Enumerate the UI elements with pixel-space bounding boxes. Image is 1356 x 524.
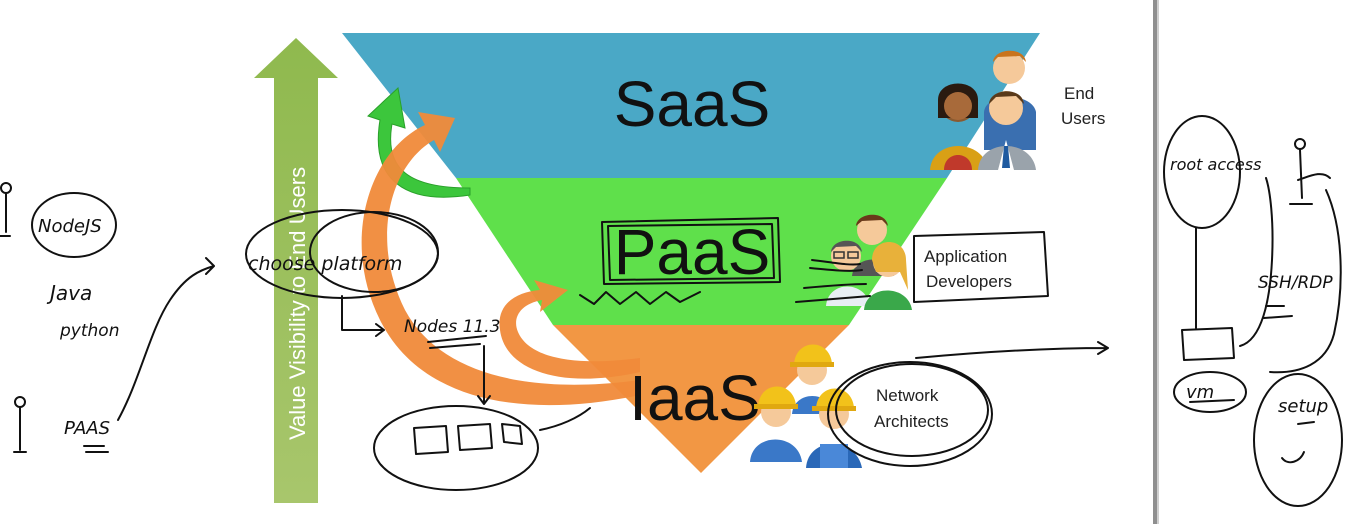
iaas-label: IaaS [629,362,761,434]
setup-note: setup [1278,396,1328,417]
saas-band [342,33,1040,178]
value-visibility-arrow [254,38,338,503]
vm-note: vm [1186,382,1214,403]
root-access-note: root access [1170,155,1261,174]
panel-divider-shade [1157,0,1159,524]
ssh-rdp-note: SSH/RDP [1258,273,1333,293]
paas-band [456,178,947,325]
end-users-label-line1: End [1064,84,1094,103]
saas-label: SaaS [614,68,771,140]
architects-label-line1: Network [876,386,939,405]
iaas-arrow-line [915,341,1109,359]
end-users-icon [930,50,1036,170]
right-annotations: root access vm SSH/RDP setup [1163,115,1343,507]
paas-label: PaaS [614,216,771,288]
developers-label-line2: Developers [926,272,1012,291]
architects-circle [827,361,993,467]
developers-box [913,231,1049,303]
choose-platform-note: choose platform [248,253,402,275]
paas-box-inner [607,223,775,281]
nodes-version-note: Nodes 11.3 [404,317,500,337]
center-annotations: choose platform Nodes 11.3 [245,209,591,491]
left-annotations: NodeJS Java python PAAS [0,182,215,453]
developers-label-line1: Application [924,247,1007,266]
developers-scribble [795,259,871,303]
architects-icon [750,344,862,468]
paas-box [601,217,781,285]
architects-circle-2 [835,363,989,457]
python-note: python [59,321,119,341]
java-note: Java [46,281,92,305]
architects-label-line2: Architects [874,412,949,431]
axis-label: Value Visibility to End Users [285,167,310,440]
paas-note: PAAS [64,418,110,439]
nodejs-note: NodeJS [38,216,102,237]
end-users-label-line2: Users [1061,109,1105,128]
paas-scribble [579,291,701,305]
orange-curved-arrow-small [499,280,640,379]
panel-divider [1153,0,1157,524]
